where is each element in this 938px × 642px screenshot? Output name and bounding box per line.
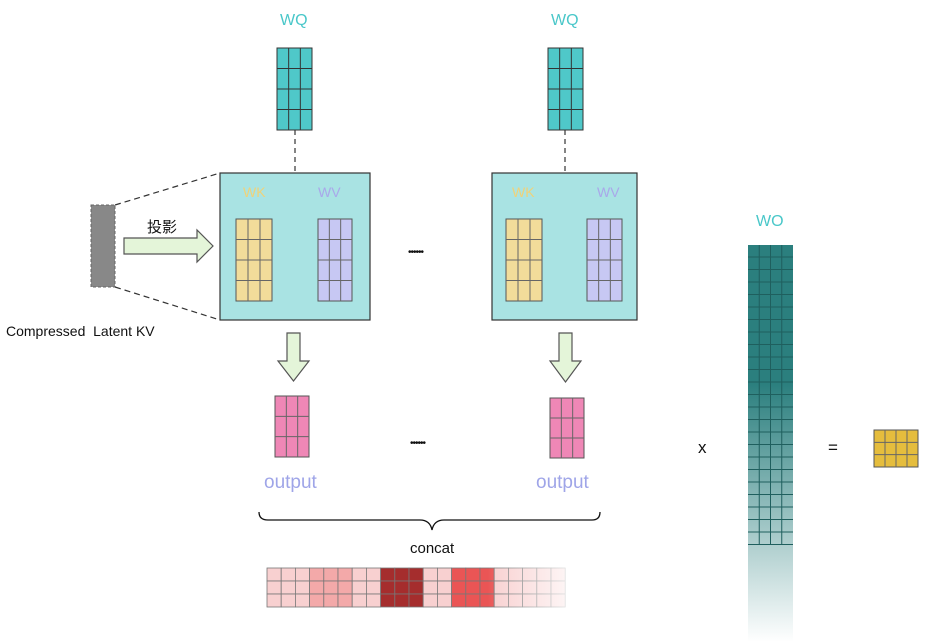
equals-sign: = (828, 438, 838, 457)
concat-cell (294, 593, 310, 608)
concat-fade (488, 560, 588, 612)
concat-cell (280, 567, 296, 582)
head-n (491, 47, 638, 459)
concat-cell (394, 580, 410, 595)
concat-cell (323, 580, 339, 595)
concat-cell (408, 593, 424, 608)
output-label-n: output (536, 472, 589, 493)
concat-cell (323, 593, 339, 608)
wv-label-1: WV (318, 184, 341, 200)
concat-cell (365, 580, 381, 595)
concat-cell (309, 567, 325, 582)
wo-label: WO (756, 213, 784, 230)
concat-cell (408, 567, 424, 582)
wq-label-n: WQ (551, 12, 579, 29)
concat-cell (465, 567, 481, 582)
multiply-sign: x (698, 438, 707, 457)
concat-cell (365, 567, 381, 582)
concat-cell (465, 580, 481, 595)
projection-line-bottom (114, 286, 221, 321)
concat-cell (280, 580, 296, 595)
concat-cell (266, 593, 282, 608)
concat-cell (422, 580, 438, 595)
concat-cell (436, 580, 452, 595)
concat-cell (380, 593, 396, 608)
concat-label: concat (410, 540, 455, 557)
concat-cell (294, 567, 310, 582)
concat-cell (436, 593, 452, 608)
concat-cell (465, 593, 481, 608)
concat-cell (436, 567, 452, 582)
concat-cell (394, 567, 410, 582)
concat-cell (309, 580, 325, 595)
concat-cell (337, 593, 353, 608)
down-arrow-n (548, 332, 583, 384)
projection-label: 投影 (147, 219, 178, 236)
wq-label-1: WQ (280, 12, 308, 29)
ellipsis-heads: •••••• (408, 247, 424, 258)
projection-line-top (114, 172, 221, 206)
concat-cell (394, 593, 410, 608)
wk-label-n: WK (512, 184, 535, 200)
concat-cell (266, 567, 282, 582)
concat-cell (451, 593, 467, 608)
concat-cell (294, 580, 310, 595)
concat-cell (422, 593, 438, 608)
concat-cell (351, 580, 367, 595)
concat-cell (380, 580, 396, 595)
wo-grid (748, 245, 793, 545)
concat-cell (408, 580, 424, 595)
output-matrix-n (549, 397, 585, 459)
concat-cell (337, 567, 353, 582)
concat-cell (365, 593, 381, 608)
ellipsis-outputs: •••••• (410, 438, 426, 449)
concat-cell (380, 567, 396, 582)
projection-arrow (123, 228, 214, 264)
output-label-1: output (264, 472, 317, 493)
concat-cell (309, 593, 325, 608)
compressed-latent-kv-label: Compressed Latent KV (6, 323, 155, 339)
output-matrix-1 (274, 395, 310, 458)
concat-cell (422, 567, 438, 582)
concat-cell (337, 580, 353, 595)
wv-label-n: WV (597, 184, 620, 200)
concat-cell (280, 593, 296, 608)
concat-vector (266, 567, 566, 608)
down-arrow-1 (276, 332, 311, 382)
concat-cell (351, 567, 367, 582)
concat-cell (323, 567, 339, 582)
concat-brace (258, 511, 601, 531)
concat-cell (451, 567, 467, 582)
concat-cell (351, 593, 367, 608)
wk-label-1: WK (243, 184, 266, 200)
concat-cell (266, 580, 282, 595)
concat-cell (451, 580, 467, 595)
latent-kv-block (90, 204, 116, 288)
